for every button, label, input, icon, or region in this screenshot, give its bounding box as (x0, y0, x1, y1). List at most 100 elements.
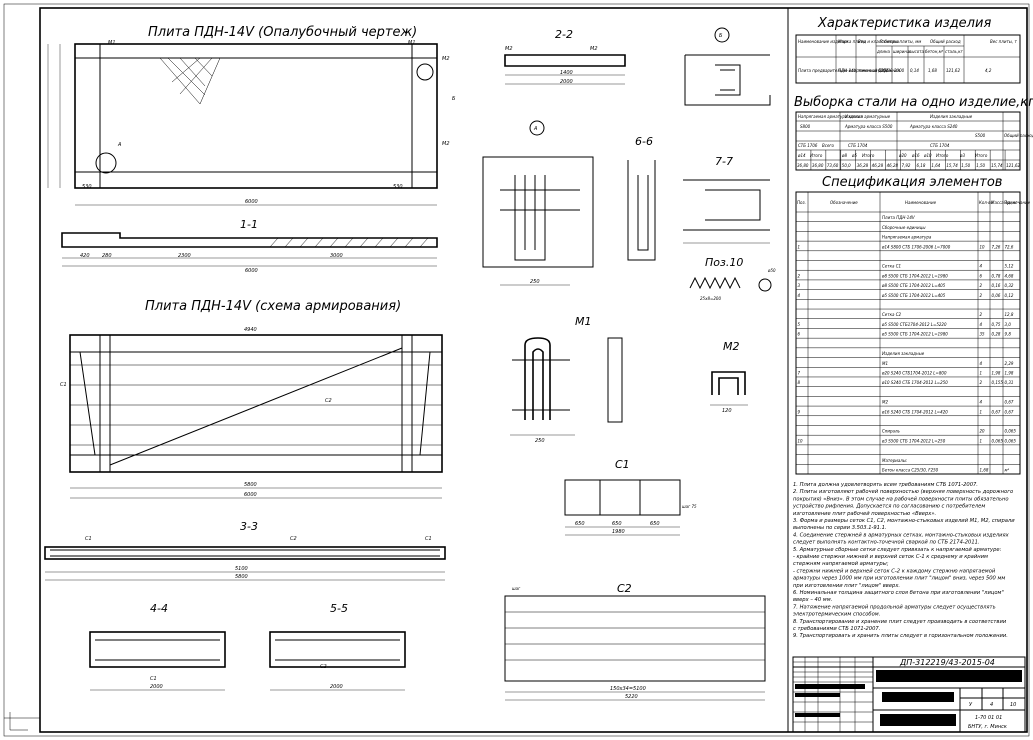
dim-2300: 2300 (178, 253, 191, 259)
char-header: Размеры плиты, мм (880, 39, 921, 44)
spec-header: Кол-во (979, 200, 994, 205)
steel-value: 73,60 (827, 163, 839, 168)
spec-cell: 3 (798, 283, 801, 288)
char-header: Вес плиты, т (990, 39, 1017, 44)
section-2-2: 1400 2000 М2 М2 (504, 46, 626, 85)
dim-3000: 3000 (330, 253, 343, 259)
steel-class: Арматура класса S240 (909, 124, 958, 129)
note-line: 9. Транспортировать и хранить плиты след… (793, 633, 1008, 639)
char-cell: ПДН-14V (838, 68, 857, 73)
steel-value: 6,18 (916, 163, 925, 168)
spec-cell: 20 (980, 429, 986, 434)
dim-5100: 5100 (235, 566, 248, 572)
steel-diameter: ø5 (851, 153, 857, 158)
spec-cell: ø8 S500 СТБ 1704-2012 L=1980 (881, 273, 948, 278)
spec-cell: 4 (980, 361, 983, 366)
label-a: А (117, 142, 122, 148)
reinforcement-plan: 5800 6000 4940 С1 С2 (60, 327, 443, 499)
dim-5800: 5800 (244, 482, 257, 488)
char-cell: 0,14 (910, 68, 919, 73)
spec-cell: ø20 S240 СТБ1704-2012 L=800 (881, 370, 947, 375)
label-c2: С2 (290, 536, 297, 542)
steel-title: Выборка стали на одно изделие,кг (794, 95, 1033, 110)
steel-group: Изделия закладные (930, 114, 973, 119)
steel-value: 15,74 (991, 163, 1003, 168)
dim-530: 530 (393, 184, 403, 190)
poz10-title: Поз.10 (705, 256, 743, 269)
steel-value: 46,28 (887, 163, 899, 168)
spec-cell: 12,8 (1005, 312, 1014, 317)
spec-cell: 1 (980, 438, 983, 443)
label-c1: С1 (60, 382, 67, 388)
spec-cell: 0,065 (992, 438, 1004, 443)
char-header: Марка плиты (838, 39, 866, 44)
spec-cell: Изделия закладные (882, 351, 925, 356)
organization: БНТУ, г. Минск (968, 724, 1007, 730)
spec-cell: 0,78 (992, 273, 1001, 278)
char-cell: 6000 (878, 68, 889, 73)
formwork-plan: 6000 530 530 М1 М1 М2 М2 А Б (47, 40, 456, 206)
c2-title: С2 (617, 582, 632, 595)
char-subheader: бетон,м³ (925, 49, 944, 54)
dim-420: 420 (80, 253, 90, 259)
section-3-3: 5100 5800 С1 С2 С1 (44, 536, 446, 581)
spec-header: Обозначение (830, 200, 858, 205)
note-line: изготовление плит рабочей поверхностью «… (793, 511, 936, 517)
steel-diameter: ø3 (959, 153, 965, 158)
dim-6000: 6000 (245, 268, 258, 274)
char-cell: 2000 (894, 68, 905, 73)
steel-diameter: Итого (936, 153, 949, 158)
note-line: 7. Натяжение напрягаемой продольной арма… (793, 604, 996, 610)
label-c2: С2 (320, 664, 327, 670)
char-header: Наименование изделия (798, 39, 848, 44)
ucs-icon (9, 712, 28, 731)
spec-cell: 0,12 (1005, 293, 1014, 298)
dim-5220: 5220 (625, 694, 638, 700)
spec-cell: ø8 S500 СТБ 1704-2012 L=405 (881, 283, 946, 288)
steel-value: 1,50 (976, 163, 985, 168)
spec-cell: 0,67 (1005, 400, 1014, 405)
spec-cell: 1 (980, 409, 983, 414)
spec-cell: 1 (798, 244, 801, 249)
spiral-dim: 25х8=200 (700, 296, 721, 301)
note-line: устройство рифления. Допускается по согл… (792, 504, 985, 510)
steel-group: Изделия арматурные (845, 114, 891, 119)
spec-header: Наименование (905, 200, 937, 205)
c1-mesh: 650 650 650 1980 шаг 75 (564, 479, 697, 536)
spec-cell: Напрягаемая арматура (882, 235, 932, 240)
spec-cell: 2 (798, 273, 801, 278)
spec-cell: 7 (798, 370, 801, 375)
char-header: Общий расход (930, 39, 961, 44)
c1-title: С1 (615, 458, 630, 471)
note-line: следует выполнять контактно-точечной сва… (793, 540, 980, 546)
steel-class: S800 (800, 124, 811, 129)
spec-cell: 9,8 (1005, 332, 1012, 337)
char-cell: 121,62 (946, 68, 960, 73)
steel-standard: СТБ 1704 (930, 143, 950, 148)
char-cell: Плита предварительно напряженная дорожна… (798, 68, 901, 73)
spec-cell: 7,26 (992, 244, 1001, 249)
steel-standard: СТБ 1704 (848, 143, 868, 148)
dim-650: 650 (612, 521, 622, 527)
spec-cell: М1 (882, 361, 888, 366)
label-c1: С1 (85, 536, 92, 542)
spec-cell: 0,065 (1005, 438, 1017, 443)
label-m2: М2 (590, 46, 598, 52)
dim-2000: 2000 (330, 684, 343, 690)
note-line: покрытия) «Вниз». В этом случае на рабоч… (793, 496, 1009, 502)
spec-cell: М2 (882, 400, 888, 405)
spec-cell: 0,065 (1005, 429, 1017, 434)
steel-diameter: Итого (810, 153, 823, 158)
outer-frame (3, 3, 1030, 737)
spec-cell: Плита ПДН-14V (882, 215, 915, 220)
spec-cell: 2 (980, 293, 983, 298)
steel-diameter: Итого (975, 153, 988, 158)
